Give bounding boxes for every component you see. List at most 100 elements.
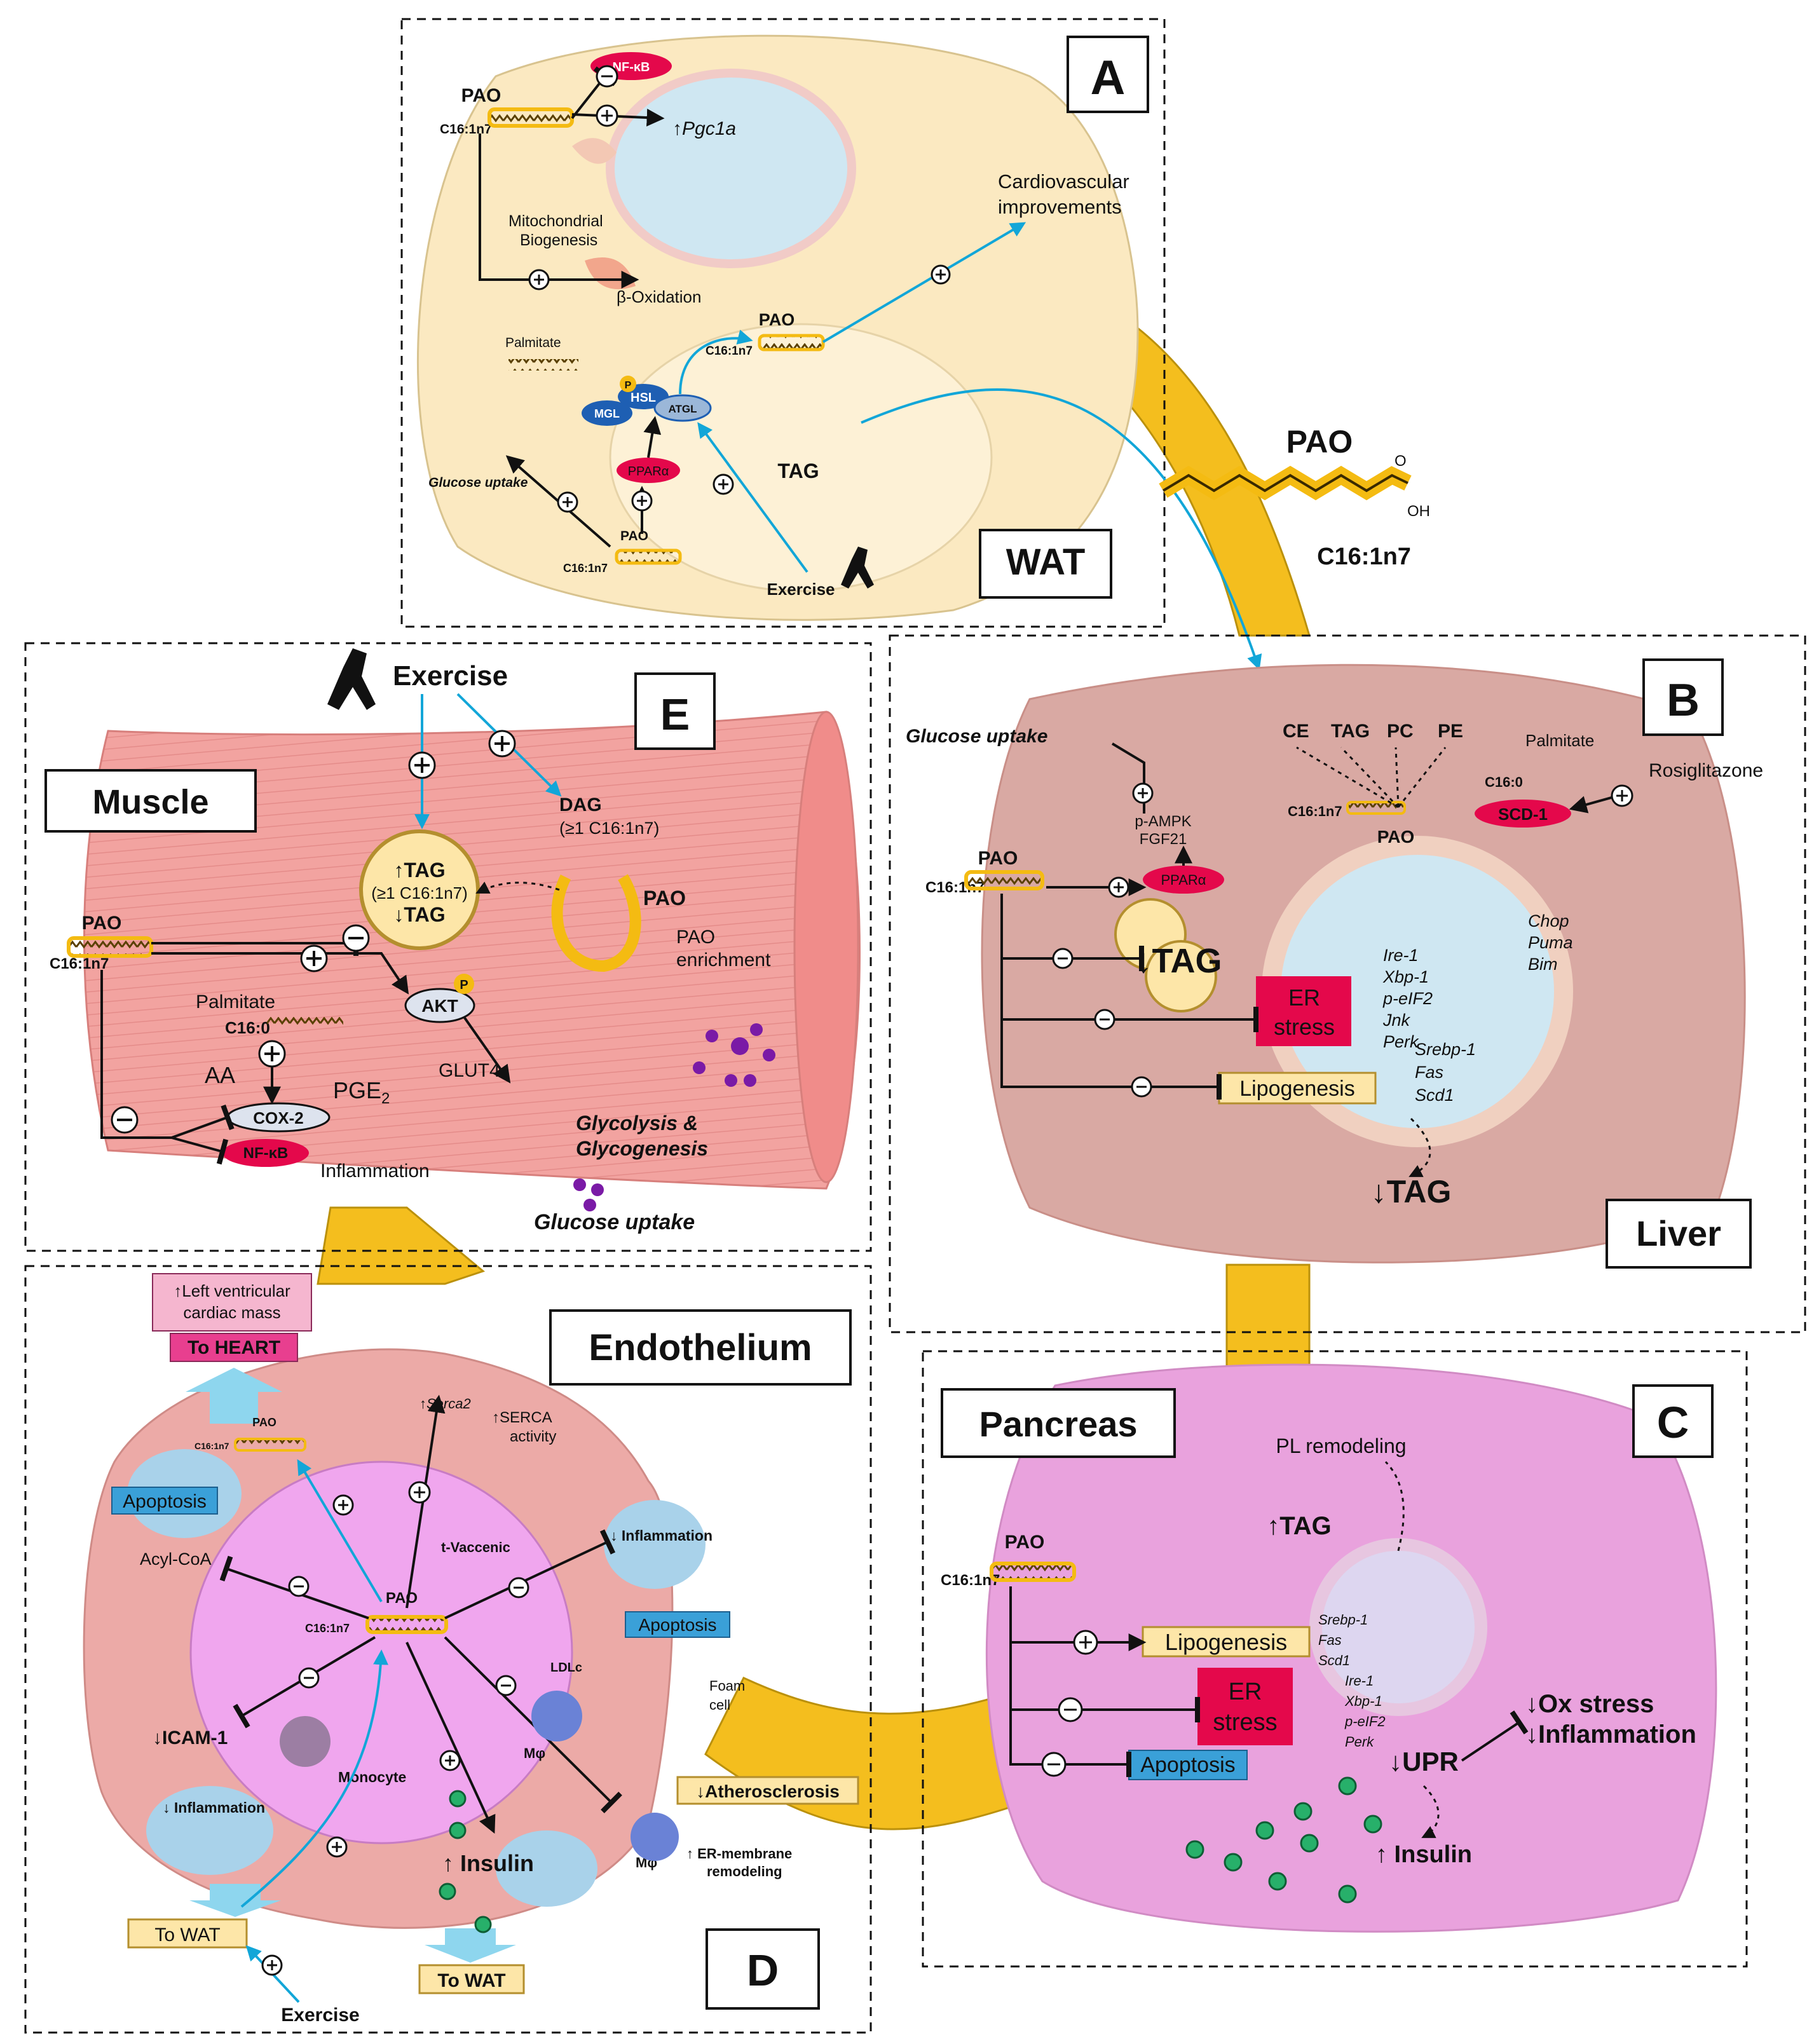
glyco-2: Glycogenesis [576, 1137, 708, 1160]
srebp-c: Srebp-1 [1318, 1612, 1368, 1628]
liver-label: Liver [1636, 1213, 1721, 1253]
nfkb-e: NF-κB [243, 1145, 289, 1162]
aa: AA [205, 1062, 235, 1088]
pao-d-top: PAO [252, 1416, 276, 1429]
palmitate-b: Palmitate [1525, 731, 1594, 750]
glucose-dots-e [573, 1023, 775, 1211]
c16-e: C16:1n7 [50, 955, 109, 972]
scd1-c: Scd1 [1318, 1652, 1350, 1668]
foam-1: Foam [709, 1678, 745, 1694]
ermem-1: ↑ ER-membrane [686, 1846, 792, 1862]
c16-d-top: C16:1n7 [194, 1441, 229, 1451]
lipogenesis-b: Lipogenesis [1239, 1077, 1354, 1101]
pm-symbols-c [1041, 1630, 1098, 1777]
c160-b: C16:0 [1485, 774, 1523, 790]
er-c-1: ER [1229, 1679, 1262, 1705]
panel-b-letter: B [1667, 675, 1700, 726]
mgl: MGL [594, 407, 620, 420]
macrophage-icon [531, 1691, 582, 1741]
ppar-a: PPARα [628, 465, 669, 479]
c16-d-center: C16:1n7 [305, 1622, 350, 1635]
pao-b-left: PAO [978, 848, 1018, 869]
eif2-b: p-eIF2 [1382, 989, 1433, 1008]
er-b-2: stress [1274, 1014, 1335, 1040]
beta-oxidation: β-Oxidation [617, 287, 701, 306]
ermem-2: remodeling [707, 1863, 782, 1879]
insulin-c: ↑ Insulin [1375, 1841, 1472, 1868]
ampk: p-AMPK [1135, 813, 1191, 830]
dag-sub: (≥1 C16:1n7) [559, 819, 659, 838]
palmitate-a: Palmitate [505, 336, 561, 350]
tag-b-top: TAG [1331, 721, 1370, 742]
tag-a: TAG [777, 460, 819, 482]
lv-mass-2: cardiac mass [183, 1303, 280, 1322]
to-wat-1: To WAT [154, 1925, 220, 1945]
oh-center: OH [1407, 503, 1430, 520]
pao-e-right: PAO [643, 887, 686, 910]
pao-d-center: PAO [386, 1590, 418, 1607]
rosiglitazone: Rosiglitazone [1649, 760, 1763, 781]
chop: Chop [1528, 911, 1569, 930]
palmitate-e: Palmitate [196, 991, 275, 1012]
panel-c: C Pancreas PL remodeling ↑TAG PAO C16:1n… [922, 1350, 1748, 1968]
tag-e-up: ↑TAG [393, 859, 445, 882]
pm-symbols-b [1052, 782, 1633, 1098]
wat-label: WAT [1006, 542, 1086, 583]
puma: Puma [1528, 933, 1573, 952]
jnk-b: Jnk [1382, 1011, 1411, 1030]
cardio-2: improvements [998, 196, 1122, 218]
cox2: COX-2 [253, 1108, 303, 1128]
perk-b: Perk [1383, 1032, 1419, 1051]
apoptosis-d-right: Apoptosis [639, 1615, 717, 1635]
exercise-d: Exercise [281, 2005, 359, 2026]
panel-b: B Liver Glucose uptake CE TAG PC PE Palm… [889, 634, 1806, 1333]
tag-b-end: ↓TAG [1371, 1174, 1452, 1209]
pao-a-top: PAO [461, 85, 501, 106]
fas-b: Fas [1415, 1063, 1443, 1082]
eif2-c: p-eIF2 [1344, 1714, 1386, 1729]
xbp-c: Xbp-1 [1344, 1693, 1382, 1709]
c16-b-top: C16:1n7 [1288, 803, 1342, 819]
apoptosis-d-left: Apoptosis [123, 1491, 207, 1512]
ox-stress: ↓Ox stress [1525, 1690, 1654, 1718]
pl-remodeling: PL remodeling [1276, 1434, 1406, 1457]
foam-2: cell [709, 1697, 730, 1713]
inflammation-c: ↓Inflammation [1525, 1720, 1696, 1748]
cardio-1: Cardiovascular [998, 170, 1129, 193]
c16-a-top: C16:1n7 [440, 122, 492, 137]
serca-1: ↑SERCA [492, 1409, 552, 1426]
glucose-a: Glucose uptake [428, 475, 528, 490]
mito-bio-2: Biogenesis [520, 231, 597, 249]
mito-bio-1: Mitochondrial [508, 212, 603, 230]
o-center: O [1395, 453, 1407, 470]
c16-a-bot: C16:1n7 [563, 562, 608, 575]
exercise-e: Exercise [393, 660, 508, 692]
c16-a-mid: C16:1n7 [706, 344, 753, 358]
ire-list-b: Ire-1 Xbp-1 p-eIF2 Jnk Perk [1382, 946, 1433, 1051]
mphi-1: Mφ [524, 1745, 545, 1761]
panel-e: Muscle E Exercise DAG (≥1 C16:1n7) ↑TAG … [24, 642, 872, 1252]
bim: Bim [1528, 955, 1558, 974]
inflammation-d-top: ↓ Inflammation [610, 1527, 713, 1544]
ppar-b: PPARα [1161, 872, 1206, 888]
insulin-d: ↑ Insulin [442, 1850, 534, 1876]
muscle-fiber [83, 711, 861, 1190]
t-vaccenic: t-Vaccenic [441, 1539, 510, 1555]
c16-center: C16:1n7 [1317, 543, 1411, 570]
glut4: GLUT4 [439, 1060, 500, 1081]
pao-b-top: PAO [1377, 827, 1415, 847]
macrophage-icon-2 [631, 1813, 679, 1861]
atherosclerosis: ↓Atherosclerosis [696, 1782, 840, 1801]
insulin-granules-d [439, 1790, 492, 1933]
perk-c: Perk [1345, 1734, 1374, 1750]
pe: PE [1438, 721, 1463, 742]
arrow-down-wat2 [425, 1928, 516, 1963]
muscle-label: Muscle [92, 783, 208, 821]
exercise-a: Exercise [767, 580, 835, 599]
pgc1a: ↑Pgc1a [672, 118, 736, 139]
pao-e-left: PAO [82, 913, 122, 934]
pao-c: PAO [1005, 1532, 1045, 1553]
pge2: PGE2 [333, 1077, 390, 1107]
pao-center: PAO [1286, 424, 1353, 460]
